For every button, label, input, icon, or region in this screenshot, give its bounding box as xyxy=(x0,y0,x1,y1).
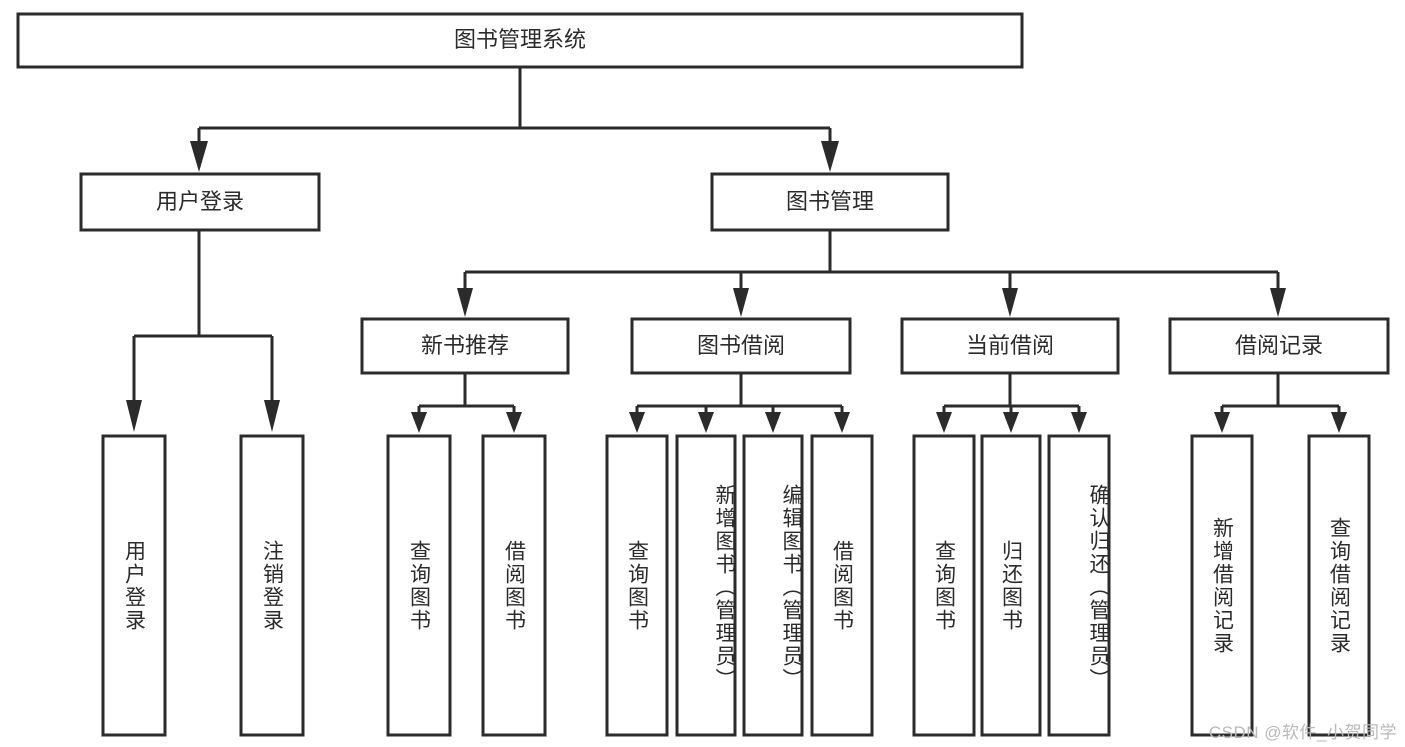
node-box-leaf-confirm-return[interactable] xyxy=(1047,434,1111,737)
node-box-new-book-recommend[interactable] xyxy=(360,317,570,375)
arrow-nbr-leaf-1-icon xyxy=(411,412,427,433)
node-box-leaf-borrow-book-2[interactable] xyxy=(810,434,874,737)
arrow-br-leaf-2-icon xyxy=(1331,412,1347,433)
node-box-leaf-query-book-1[interactable] xyxy=(386,434,452,737)
node-box-leaf-logout-login[interactable] xyxy=(239,434,305,737)
arrow-bm-to-current-borrow-icon xyxy=(1002,288,1018,317)
node-box-leaf-query-book-3[interactable] xyxy=(912,434,976,737)
arrow-bb-leaf-3-icon xyxy=(765,412,781,433)
node-box-leaf-user-login[interactable] xyxy=(101,434,167,737)
node-box-leaf-return-book[interactable] xyxy=(980,434,1042,737)
node-box-leaf-add-book[interactable] xyxy=(675,434,737,737)
node-box-current-borrow[interactable] xyxy=(900,317,1120,375)
node-box-user-login[interactable] xyxy=(79,172,321,232)
node-box-borrow-record[interactable] xyxy=(1168,317,1390,375)
arrow-bb-leaf-2-icon xyxy=(698,412,714,433)
node-box-leaf-edit-book[interactable] xyxy=(742,434,804,737)
arrow-bm-to-new-book-icon xyxy=(457,288,473,317)
arrow-bm-to-borrow-record-icon xyxy=(1270,288,1286,317)
node-box-leaf-add-record[interactable] xyxy=(1190,434,1254,737)
arrow-user-login-leaf-1-icon xyxy=(126,400,142,432)
arrow-root-to-book-management-icon xyxy=(821,141,839,172)
node-box-leaf-query-record[interactable] xyxy=(1307,434,1371,737)
arrow-bb-leaf-1-icon xyxy=(629,412,645,433)
node-box-leaf-borrow-book-1[interactable] xyxy=(481,434,547,737)
arrow-cb-leaf-2-icon xyxy=(1003,412,1019,433)
arrow-user-login-leaf-2-icon xyxy=(264,400,280,432)
node-box-root[interactable] xyxy=(16,12,1024,69)
node-box-leaf-query-book-2[interactable] xyxy=(605,434,669,737)
arrow-bb-leaf-4-icon xyxy=(834,412,850,433)
node-box-book-management[interactable] xyxy=(710,172,950,232)
arrow-bm-to-book-borrow-icon xyxy=(733,288,749,317)
arrow-cb-leaf-3-icon xyxy=(1071,412,1087,433)
arrow-br-leaf-1-icon xyxy=(1214,412,1230,433)
arrow-nbr-leaf-2-icon xyxy=(506,412,522,433)
watermark-text: CSDN @软件_小贺同学 xyxy=(1208,723,1397,742)
arrow-cb-leaf-1-icon xyxy=(936,412,952,433)
node-box-book-borrow[interactable] xyxy=(630,317,852,375)
arrow-root-to-user-login-icon xyxy=(190,141,208,172)
